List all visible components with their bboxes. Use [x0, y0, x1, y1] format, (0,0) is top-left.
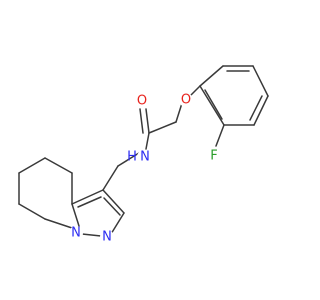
fluorine-atom: F	[207, 149, 221, 164]
bond-c7a-c3-inner	[77, 196, 102, 208]
pyrazole-n1-label: N	[71, 226, 81, 241]
bond-ring-a6	[199, 85, 225, 126]
ether-oxygen-atom: O	[179, 93, 193, 108]
bond-ring-a3	[252, 65, 269, 97]
carbonyl-oxygen-label: O	[137, 94, 147, 109]
ether-oxygen-label: O	[181, 93, 191, 108]
bond-ch2-co	[148, 121, 177, 134]
amide-nitrogen-atom: N H	[127, 150, 151, 165]
pyrazole-n1-atom: N	[69, 226, 83, 241]
bond-c3-c4-inner	[103, 197, 121, 216]
bond-co-double-2	[139, 108, 144, 134]
bond-c4-n2	[110, 212, 125, 235]
bond-c3s-n1	[44, 218, 73, 229]
carbonyl-oxygen-atom: O	[135, 94, 149, 109]
bond-ring-a6-inner	[204, 89, 223, 120]
chemical-structure: O O F N H N N	[18, 65, 269, 245]
bond-c3-c4	[102, 189, 125, 214]
bond-ring-a4	[253, 95, 269, 126]
bond-c4s-c3s	[18, 203, 46, 220]
fluorine-label: F	[210, 149, 217, 164]
pyrazole-n2-atom: N	[100, 230, 114, 245]
bond-c-f	[215, 124, 225, 147]
bond-ring-a1	[199, 65, 224, 87]
amide-hydrogen-label: H	[127, 150, 137, 165]
bond-c7a-c3	[71, 189, 104, 205]
bond-c7-c6	[44, 157, 73, 174]
bond-c6-c5	[18, 157, 46, 174]
bond-co-nh	[145, 132, 150, 150]
bond-n1-c7a	[71, 203, 80, 227]
amide-nitrogen-label: N	[140, 150, 150, 165]
atom-label-layer: O O F N H N N	[69, 93, 221, 245]
pyrazole-n2-label: N	[102, 230, 112, 245]
bond-ch2-c3	[102, 165, 119, 191]
bond-co-double-1	[145, 108, 150, 134]
bond-n2-n1	[81, 233, 102, 237]
bond-ring-a4-inner	[249, 95, 263, 121]
bond-nh-ch2	[117, 152, 140, 167]
